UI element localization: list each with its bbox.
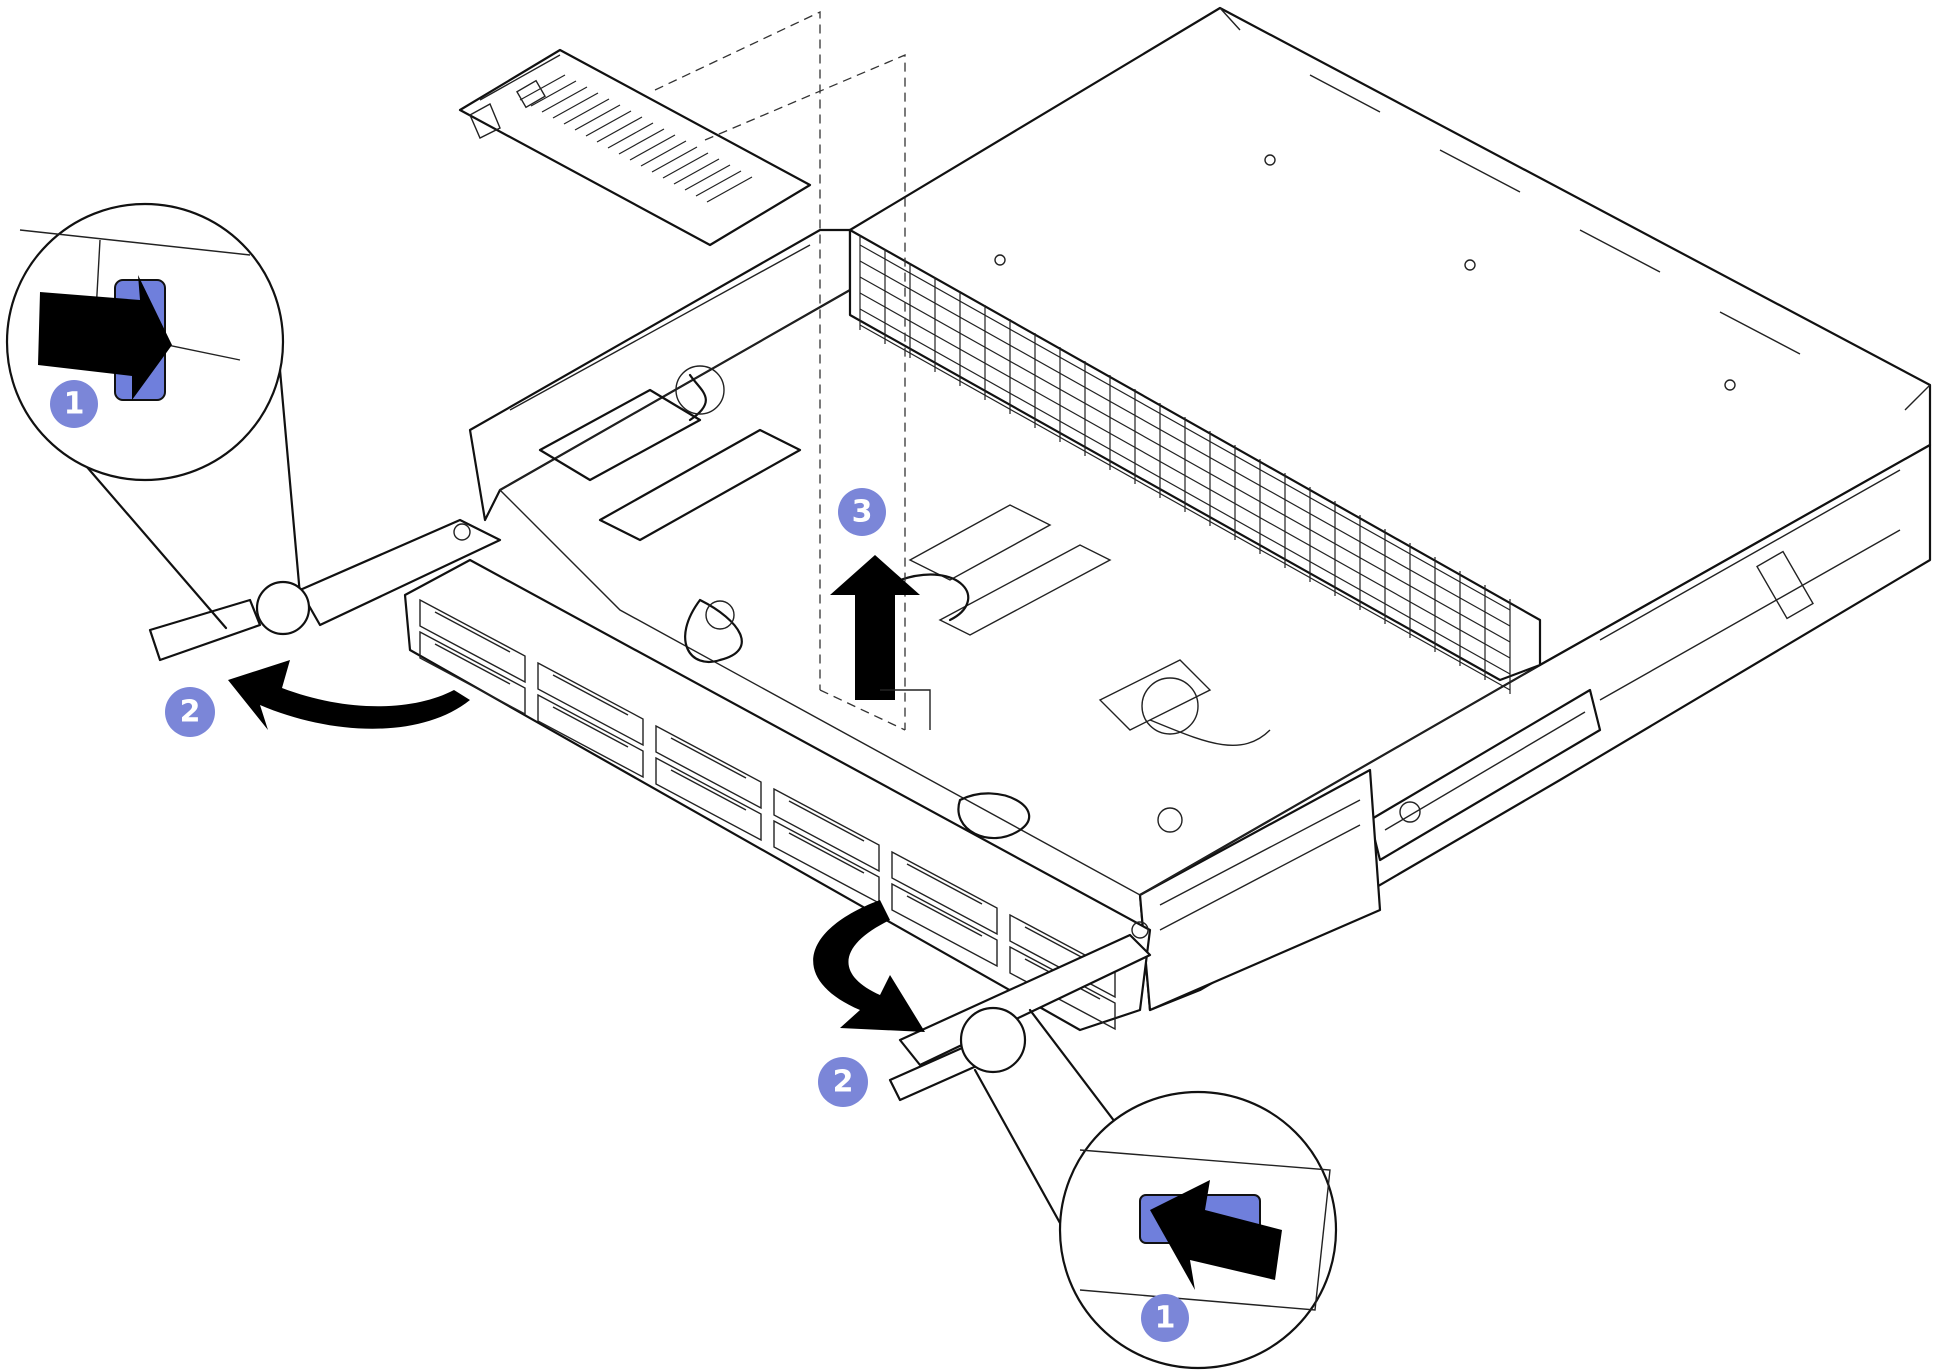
drive-bays: [403, 558, 1152, 1032]
callout-step-2-left: 2: [165, 687, 215, 737]
interior-components: [538, 365, 1271, 840]
push-arrow-right-icon: [1150, 1180, 1282, 1290]
callout-step-3: 3: [838, 488, 886, 536]
left-release-handle: [148, 518, 502, 662]
svg-text:3: 3: [852, 495, 873, 530]
adapter-card: [458, 48, 812, 247]
rotate-arrow-right-icon: [813, 900, 925, 1032]
rotate-arrow-left-icon: [228, 660, 470, 730]
callout-step-1-left: 1: [50, 380, 98, 428]
svg-text:1: 1: [64, 387, 85, 422]
chassis: [468, 6, 1932, 1012]
magnifier-right: [959, 1006, 1338, 1370]
svg-text:2: 2: [180, 695, 201, 730]
svg-text:1: 1: [1155, 1301, 1176, 1336]
alignment-lines: [654, 10, 906, 731]
lift-arrow-icon: [830, 555, 931, 730]
air-baffle-grid: [848, 228, 1542, 694]
svg-text:2: 2: [833, 1065, 854, 1100]
magnifier-left: [5, 202, 311, 636]
push-arrow-left-icon: [38, 275, 172, 400]
callout-step-1-right: 1: [1141, 1294, 1189, 1342]
callout-step-2-right: 2: [818, 1057, 868, 1107]
